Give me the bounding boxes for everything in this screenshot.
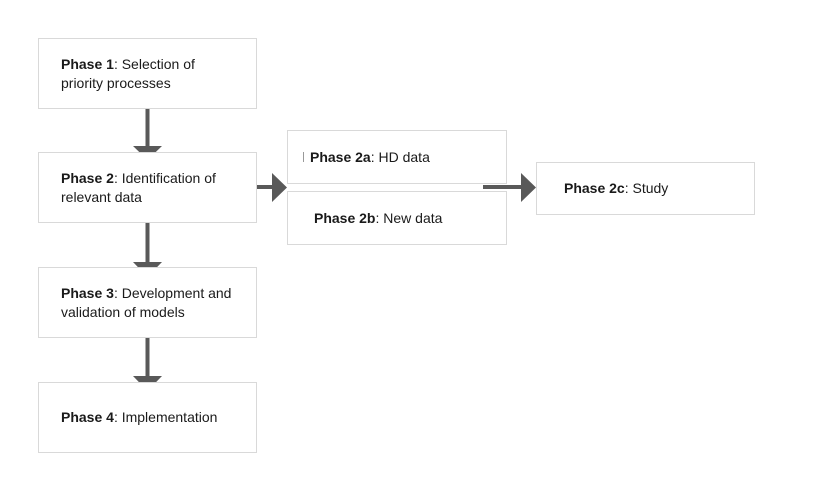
phase-2b-text: : New data xyxy=(375,209,443,226)
arrowhead-p2ab-p2c xyxy=(521,173,536,202)
phase-4-text: : Implementation xyxy=(113,409,218,425)
phase-1-label: Phase 1 xyxy=(61,55,114,72)
phase-1-box: Phase 1: Selection of priority processes xyxy=(38,38,257,109)
phase-4-label: Phase 4 xyxy=(61,409,114,425)
phase-2c-text: : Study xyxy=(624,180,669,196)
phase-2-text: : Identification of relevant data xyxy=(61,169,216,205)
phase-2a-text: : HD data xyxy=(370,148,430,165)
phase-3-text: : Development and validation of models xyxy=(61,284,232,320)
phase-2b-label: Phase 2b xyxy=(314,209,376,226)
arrowhead-p2-p2ab xyxy=(272,173,287,202)
phase-2-box: Phase 2: Identification of relevant data xyxy=(38,152,257,223)
phase-3-box: Phase 3: Development and validation of m… xyxy=(38,267,257,338)
phase-2-label: Phase 2 xyxy=(61,169,114,186)
phase-2a-box: Phase 2a: HD data xyxy=(287,130,507,184)
text-cursor-mark xyxy=(303,152,304,162)
phase-2c-label: Phase 2c xyxy=(564,180,625,196)
phase-2b-box: Phase 2b: New data xyxy=(287,191,507,245)
phase-3-label: Phase 3 xyxy=(61,284,114,301)
phase-2c-box: Phase 2c: Study xyxy=(536,162,755,215)
phase-1-text: : Selection of priority processes xyxy=(61,55,195,91)
phase-4-box: Phase 4: Implementation xyxy=(38,382,257,453)
phase-2a-label: Phase 2a xyxy=(310,148,371,165)
